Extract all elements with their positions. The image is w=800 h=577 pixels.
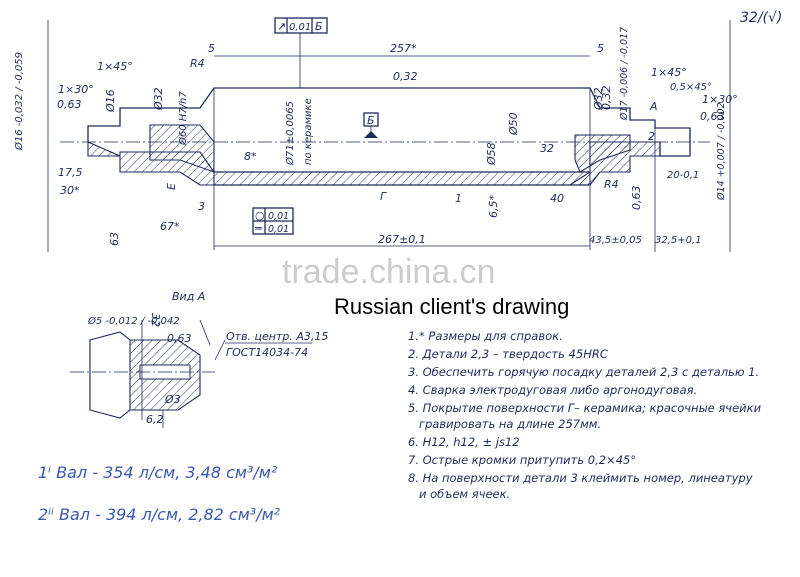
rough-063-right: 0,63: [700, 110, 725, 123]
dim-32-5: 32,5+0,1: [655, 235, 702, 246]
chamfer-05x45: 0,5×45°: [670, 82, 712, 93]
note-1: 1.* Размеры для справок.: [408, 329, 563, 343]
main-view-dimensions: 257* 5 5 R4 R4 0,32 0,32 0,63 0,63 1×45°…: [13, 27, 738, 246]
dim-d16-tol: Ø16 -0,032 / -0,059: [13, 52, 25, 151]
watermark: trade.china.cn: [282, 253, 496, 291]
svg-text:○: ○: [255, 209, 265, 222]
label-a: A: [649, 100, 658, 113]
note-6: 6. H12, h12, ± js12: [408, 435, 520, 449]
dim-d58: Ø58: [485, 142, 498, 166]
technical-notes: 1.* Размеры для справок. 2. Детали 2,3 –…: [408, 329, 762, 501]
label-3: 3: [198, 200, 205, 213]
handwritten-notes: 1ⁱ Вал - 354 л/см, 3,48 см³/м² 2ⁱⁱ Вал -…: [38, 463, 281, 524]
handwritten-line-1: 1ⁱ Вал - 354 л/см, 3,48 см³/м²: [38, 463, 278, 482]
dim-d32-right: Ø32: [592, 87, 605, 111]
dim-43-5: 43,5±0,05: [589, 235, 642, 246]
chamfer-1x45-right: 1×45°: [651, 66, 687, 79]
note-4: 4. Сварка электродуговая либо аргонодуго…: [408, 383, 697, 397]
dim-d16: Ø16: [104, 89, 117, 113]
label-g: Г: [380, 190, 387, 203]
dim-6-5: 6,5*: [487, 195, 500, 218]
label-1: 1: [455, 192, 462, 205]
detail-32: 32: [149, 313, 162, 327]
chamfer-1x30-left: 1×30°: [58, 83, 94, 96]
rough-063-left: 0,63: [57, 98, 82, 111]
label-63: 63: [108, 232, 121, 246]
note-2: 2. Детали 2,3 – твердость 45HRC: [408, 347, 608, 361]
dim-257: 257*: [390, 42, 417, 55]
svg-text:═: ═: [254, 222, 262, 235]
form-tolerance-frame: ○ 0,01 ═ 0,01: [252, 207, 294, 235]
dim-8: 8*: [244, 150, 257, 163]
detail-center-hole-2: ГОСТ14034-74: [226, 346, 308, 359]
detail-center-hole-1: Отв. центр. А3,15: [226, 330, 328, 343]
detail-d5: Ø5 -0,012 / -0,042: [87, 315, 180, 327]
dim-5-left: 5: [208, 42, 215, 55]
dim-r4-top: R4: [190, 57, 205, 70]
dim-17-5: 17,5: [58, 166, 83, 179]
dim-40: 40: [550, 192, 564, 205]
dim-d71: Ø71±0,0065: [284, 101, 296, 166]
caption: Russian client's drawing: [334, 294, 569, 319]
detail-d3: Ø3: [164, 393, 181, 406]
rough-032-top: 0,32: [393, 70, 418, 83]
svg-text:0,01: 0,01: [268, 224, 289, 235]
dim-32: 32: [540, 142, 554, 155]
note-8: 8. На поверхности детали 3 клеймить номе…: [408, 471, 753, 485]
note-8b: и объем ячеек.: [408, 487, 510, 501]
dim-267: 267±0,1: [378, 233, 426, 246]
rough-063-low: 0,63: [630, 186, 643, 211]
chamfer-1x30-right: 1×30°: [702, 93, 738, 106]
rough-032-right: 0,32: [600, 86, 613, 111]
dim-20: 20-0,1: [667, 170, 699, 181]
handwritten-line-2: 2ⁱⁱ Вал - 394 л/см, 2,82 см³/м²: [38, 505, 281, 524]
note-5b: гравировать на длине 257мм.: [408, 417, 601, 431]
dim-30: 30*: [60, 184, 80, 197]
tolerance-value: 0,01: [289, 22, 311, 33]
dim-ceramic: по керамике: [303, 98, 314, 165]
svg-text:0,01: 0,01: [268, 211, 289, 222]
detail-6-2: 6,2: [146, 413, 164, 426]
dim-r4-right: R4: [604, 178, 619, 191]
dim-67: 67*: [160, 220, 180, 233]
corner-roughness-mark: 32/(√): [740, 10, 782, 26]
dim-d17: Ø17 -0,006 / -0,017: [619, 27, 630, 121]
dim-d50: Ø50: [507, 112, 520, 136]
tolerance-datum: Б: [315, 20, 323, 33]
note-5: 5. Покрытие поверхности Г– керамика; кра…: [408, 401, 762, 415]
dim-d32-left: Ø32: [152, 87, 165, 111]
detail-rough-063: 0,63: [167, 332, 192, 345]
datum-b: Б: [367, 114, 375, 127]
dim-5-right: 5: [597, 42, 604, 55]
tolerance-frame: ↗ 0,01 Б: [274, 17, 328, 88]
note-3: 3. Обеспечить горячую посадку деталей 2,…: [408, 365, 759, 379]
chamfer-1x45-left: 1×45°: [97, 60, 133, 73]
dim-d60: Ø60 H7/h7: [177, 91, 189, 146]
note-7: 7. Острые кромки притупить 0,2×45°: [408, 453, 636, 467]
detail-view: Вид А Ø5 -0,012 / -0,042 32 0,63 Отв. це…: [70, 290, 328, 428]
label-2: 2: [648, 130, 655, 143]
tolerance-symbol: ↗: [277, 20, 286, 33]
shaft-section: ○ 0,01 ═ 0,01: [47, 20, 731, 252]
detail-view-label: Вид А: [172, 290, 205, 303]
dim-d14: Ø14 +0,007 / -0,002: [716, 102, 727, 201]
label-e: E: [165, 183, 178, 190]
